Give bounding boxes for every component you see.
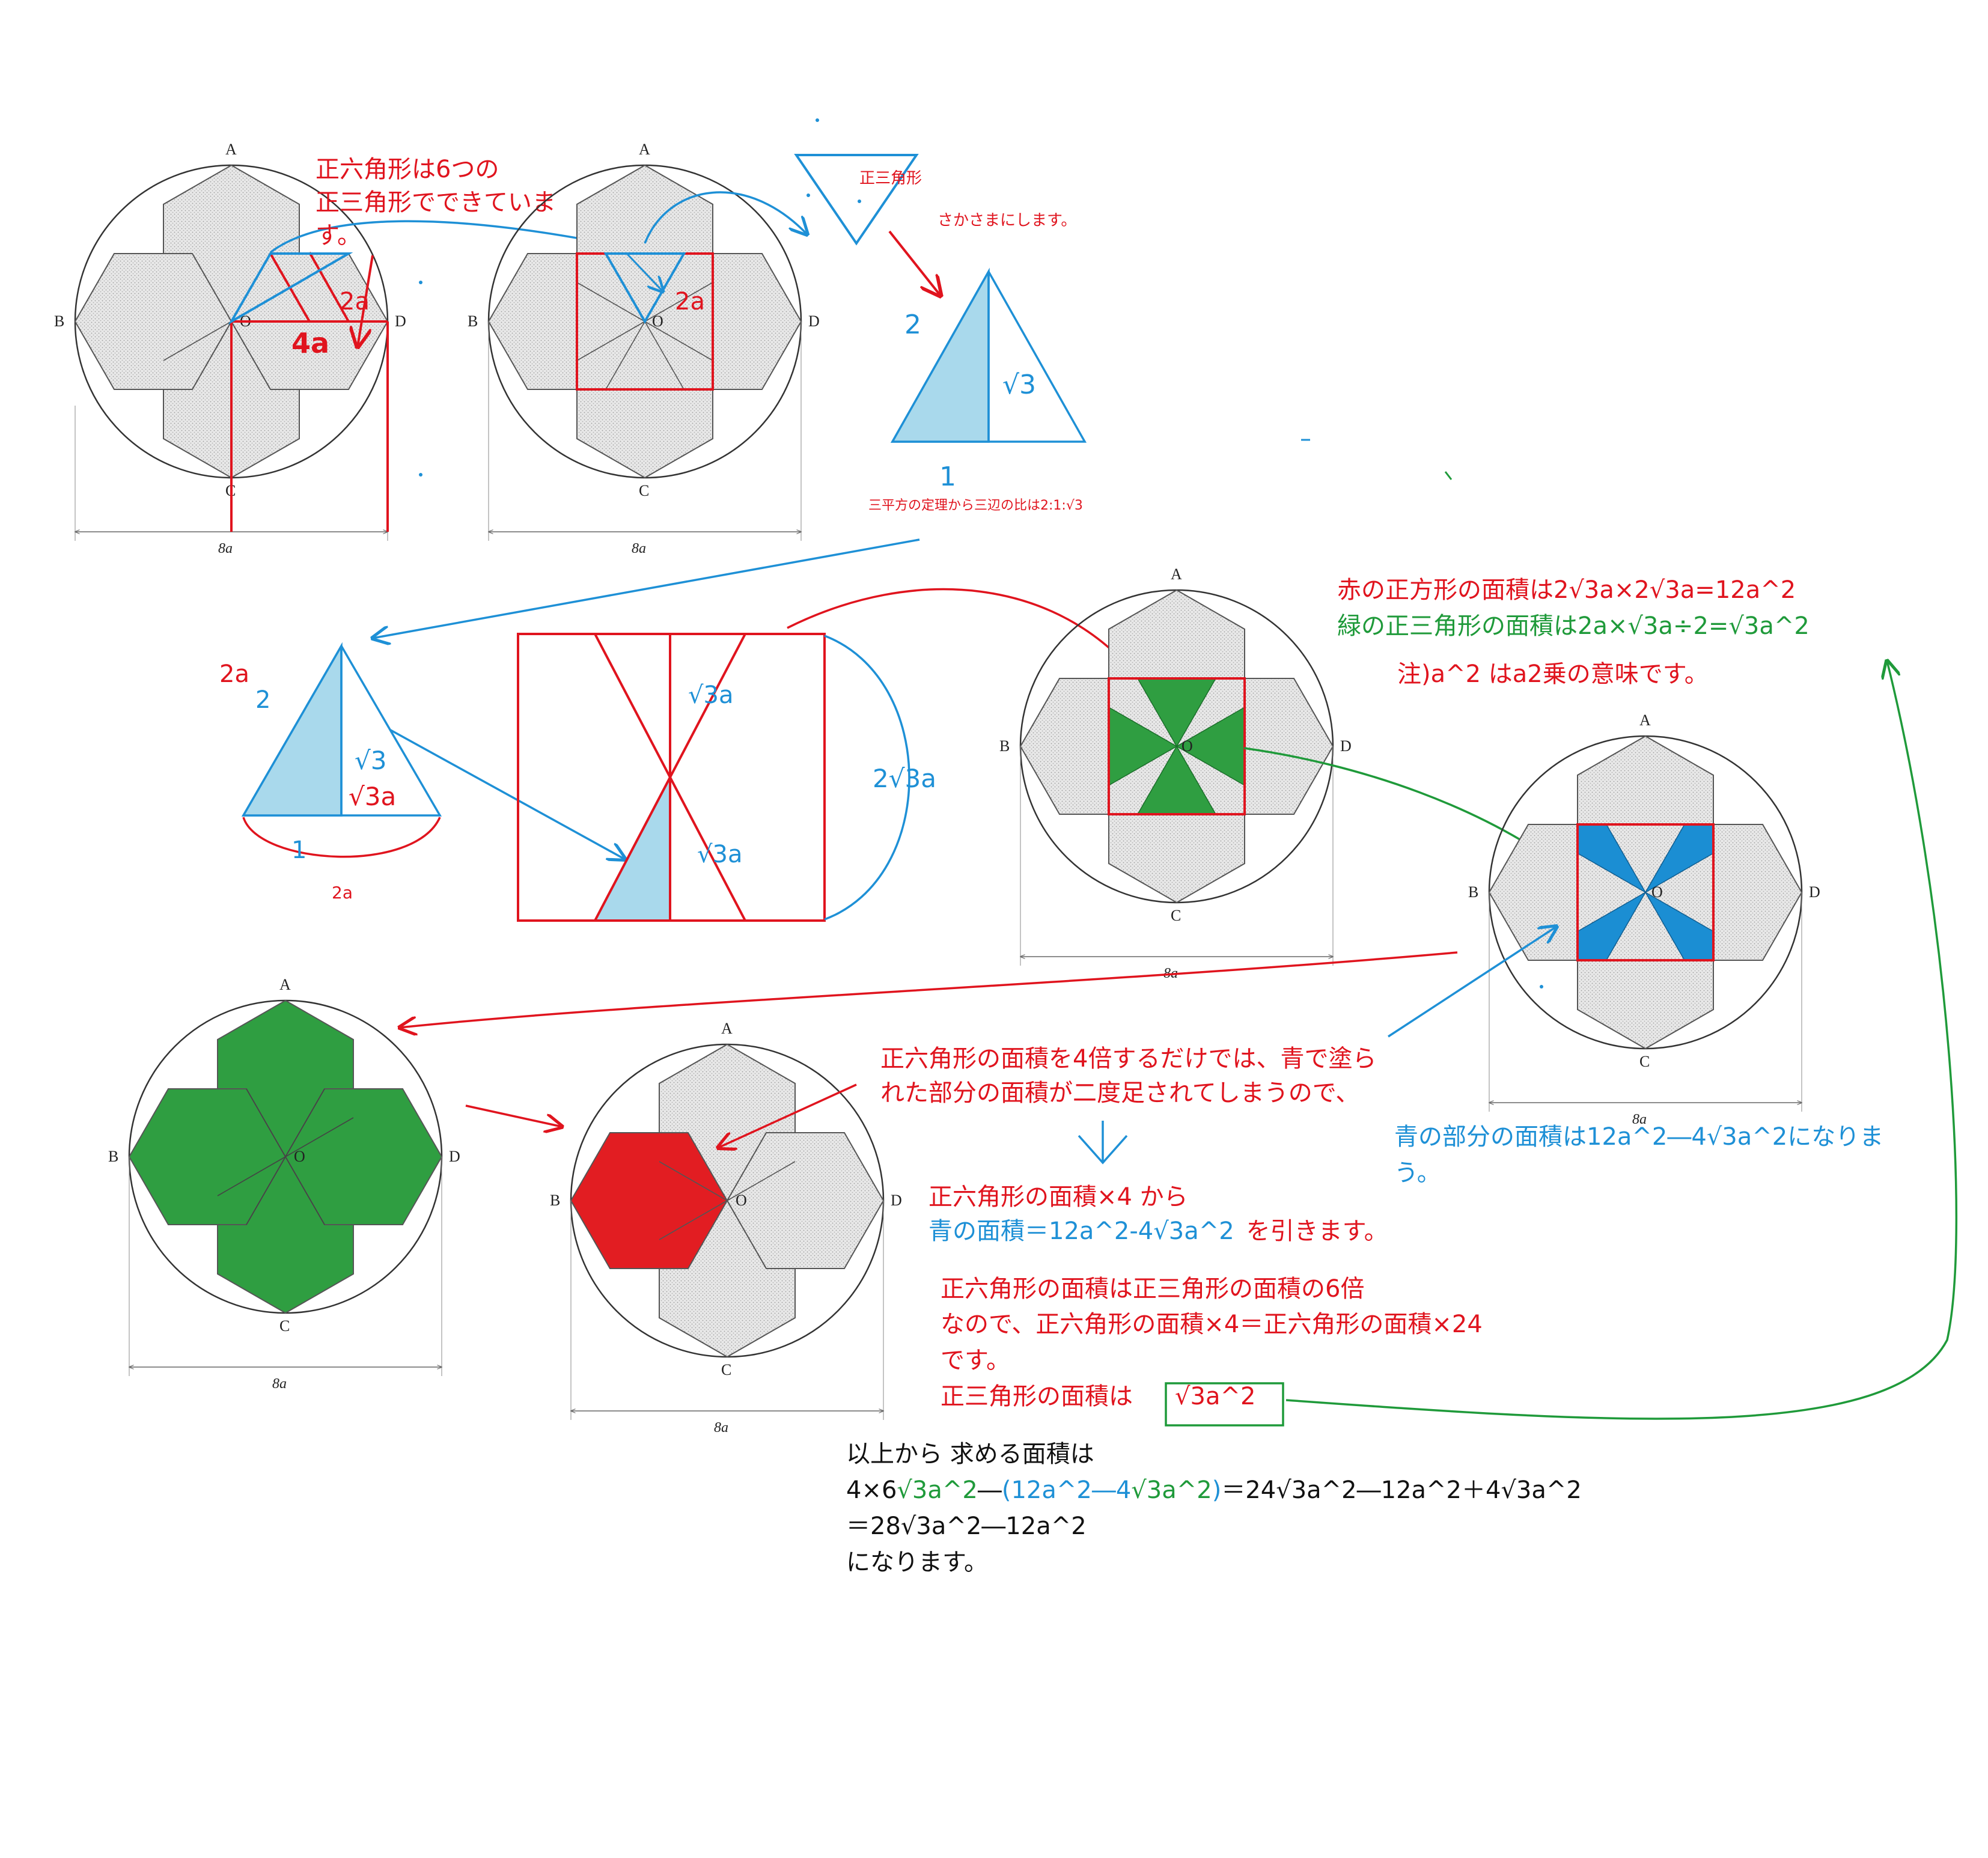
note-hexagon-six-triangles-l2: 正三角形でできていま: [316, 189, 556, 216]
label-4a: 4a: [291, 327, 329, 359]
svg-text:O: O: [1182, 737, 1193, 755]
note-hexagon-six-triangles-l3: す。: [316, 222, 361, 249]
point-d: D: [395, 312, 406, 330]
figure-1: A B C D O 8a 2a 4a: [54, 141, 664, 556]
label-2a: 2a: [675, 288, 705, 315]
svg-text:C: C: [1639, 1053, 1650, 1070]
svg-text:B: B: [1468, 883, 1478, 901]
point-a: A: [225, 141, 237, 158]
label-2a-bottom: 2a: [332, 883, 353, 903]
subtract-l1: 正六角形の面積×4 から: [928, 1183, 1188, 1211]
svg-text:O: O: [1651, 883, 1663, 901]
triangle-area-value: √3a^2: [1175, 1383, 1255, 1410]
svg-text:C: C: [639, 482, 649, 499]
svg-text:B: B: [468, 312, 478, 330]
note-flip: さかさまにします。: [938, 212, 1076, 230]
label-root3a-top: √3a: [688, 681, 733, 709]
svg-text:D: D: [1340, 737, 1352, 755]
svg-text:8a: 8a: [272, 1376, 287, 1392]
point-b: B: [54, 312, 64, 330]
svg-text:A: A: [721, 1020, 733, 1037]
note-hexagon-six-triangles-l1: 正六角形は6つの: [316, 156, 499, 183]
red-square-area: 赤の正方形の面積は2√3a×2√3a=12a^2: [1337, 576, 1796, 604]
svg-text:A: A: [279, 976, 291, 993]
label-equilateral-triangle: 正三角形: [859, 169, 922, 187]
conclusion-l4: になります。: [846, 1549, 988, 1576]
svg-text:O: O: [652, 312, 663, 330]
figure-6: A B C D O 8a: [550, 1020, 902, 1436]
label-2a: 2a: [219, 660, 249, 688]
triangle-scaled: 2a 2 √3 √3a 1 2a: [219, 642, 442, 903]
svg-text:B: B: [999, 737, 1010, 755]
label-2: 2: [255, 686, 270, 714]
label-root3: √3: [355, 746, 386, 775]
hex-six-times-l2: なので、正六角形の面積×4＝正六角形の面積×24: [941, 1311, 1483, 1338]
triangle-ratio: 2 √3 1 三平方の定理から三辺の比は2:1:√3: [868, 267, 1087, 513]
red-square: [1576, 823, 1715, 961]
svg-text:A: A: [1639, 711, 1651, 729]
conclusion-l3: ＝28√3a^2―12a^2: [846, 1512, 1087, 1540]
side-1: 1: [939, 461, 956, 492]
conclusion-l1: 以上から 求める面積は: [846, 1440, 1094, 1468]
label-2a: 2a: [340, 288, 370, 315]
enlarged-square: √3a √3a 2√3a: [517, 633, 936, 922]
dimension-label: 8a: [218, 541, 233, 556]
hex-six-times-l3: です。: [941, 1347, 1010, 1374]
svg-text:B: B: [108, 1148, 118, 1165]
conclusion-l2: 4×6√3a^2―(12a^2―4√3a^2)＝24√3a^2―12a^2＋4√…: [846, 1476, 1582, 1504]
svg-text:C: C: [721, 1361, 731, 1378]
red-square: [1108, 677, 1246, 815]
side-root3: √3: [1002, 370, 1036, 400]
note-pythagoras: 三平方の定理から三辺の比は2:1:√3: [868, 498, 1083, 513]
figure-5: A B C D O 8a: [108, 976, 460, 1392]
svg-text:8a: 8a: [714, 1420, 728, 1436]
triangle-area-box: [1165, 1382, 1284, 1427]
svg-text:D: D: [891, 1192, 902, 1209]
blue-area-l1: 青の部分の面積は12a^2―4√3a^2になりま: [1394, 1123, 1883, 1151]
figure-2: A B C D O 8a 2a: [468, 141, 820, 556]
note-double-count-l1: 正六角形の面積を4倍するだけでは、青で塗ら: [880, 1045, 1376, 1073]
svg-text:B: B: [550, 1192, 560, 1209]
svg-text:A: A: [639, 141, 650, 158]
svg-text:A: A: [1171, 565, 1182, 583]
figure-3: A B C D O 8a: [999, 565, 1352, 981]
note-double-count-l2: れた部分の面積が二度足されてしまうので、: [880, 1079, 1359, 1107]
label-2root3a: 2√3a: [873, 764, 936, 793]
svg-text:8a: 8a: [632, 541, 646, 556]
svg-text:O: O: [736, 1192, 747, 1209]
svg-text:C: C: [1171, 907, 1181, 924]
inverted-triangle: [794, 154, 919, 246]
side-2: 2: [904, 309, 921, 340]
svg-text:D: D: [808, 312, 820, 330]
hex-six-times-l1: 正六角形の面積は正三角形の面積の6倍: [941, 1275, 1364, 1303]
triangle-area-prefix: 正三角形の面積は: [941, 1383, 1133, 1410]
note-a-squared: 注)a^2 はa2乗の意味です。: [1397, 660, 1709, 688]
blue-area-l2: う。: [1394, 1159, 1441, 1187]
label-root3a-bottom: √3a: [697, 841, 742, 868]
label-1: 1: [291, 836, 306, 864]
label-root3a: √3a: [349, 782, 396, 811]
svg-text:D: D: [449, 1148, 460, 1165]
svg-text:D: D: [1809, 883, 1820, 901]
svg-text:8a: 8a: [1632, 1112, 1647, 1127]
figure-4: A B C D O 8a: [1468, 711, 1820, 1127]
svg-text:O: O: [294, 1148, 305, 1165]
svg-text:C: C: [279, 1317, 290, 1335]
green-triangle-area: 緑の正三角形の面積は2a×√3a÷2=√3a^2: [1337, 612, 1810, 640]
